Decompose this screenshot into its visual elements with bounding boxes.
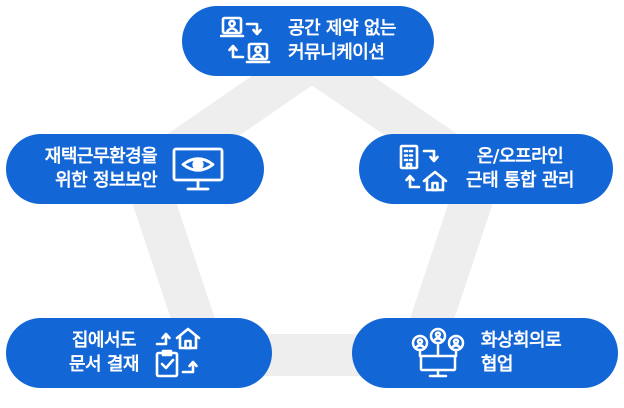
label-line: 문서 결재 [68, 354, 140, 375]
node-video-meeting: 화상회의로 협업 [352, 318, 618, 388]
document-approval-home-icon [153, 326, 209, 380]
node-document-approval-label: 집에서도 문서 결재 [68, 329, 140, 377]
node-attendance: 온/오프라인 근태 통합 관리 [359, 134, 613, 204]
label-line: 공간 제약 없는 [288, 18, 396, 39]
label-line: 협업 [480, 354, 514, 375]
label-line: 근태 통합 관리 [466, 170, 574, 191]
office-home-sync-icon [398, 143, 452, 195]
node-security-label: 재택근무환경을 위한 정보보안 [44, 145, 158, 193]
label-line: 화상회의로 [480, 330, 562, 351]
label-line: 커뮤니케이션 [288, 42, 385, 63]
video-meeting-icon [409, 326, 467, 380]
label-line: 위한 정보보안 [55, 170, 158, 191]
node-remote-communication: 공간 제약 없는 커뮤니케이션 [182, 6, 434, 76]
node-security: 재택근무환경을 위한 정보보안 [6, 134, 264, 204]
remote-communication-icon [220, 15, 274, 67]
label-line: 온/오프라인 [476, 146, 564, 167]
node-document-approval: 집에서도 문서 결재 [6, 318, 272, 388]
node-remote-communication-label: 공간 제약 없는 커뮤니케이션 [288, 17, 396, 65]
monitor-eye-icon [171, 145, 225, 193]
node-attendance-label: 온/오프라인 근태 통합 관리 [466, 145, 574, 193]
label-line: 재택근무환경을 [44, 146, 158, 167]
node-video-meeting-label: 화상회의로 협업 [480, 329, 562, 377]
label-line: 집에서도 [71, 330, 137, 351]
